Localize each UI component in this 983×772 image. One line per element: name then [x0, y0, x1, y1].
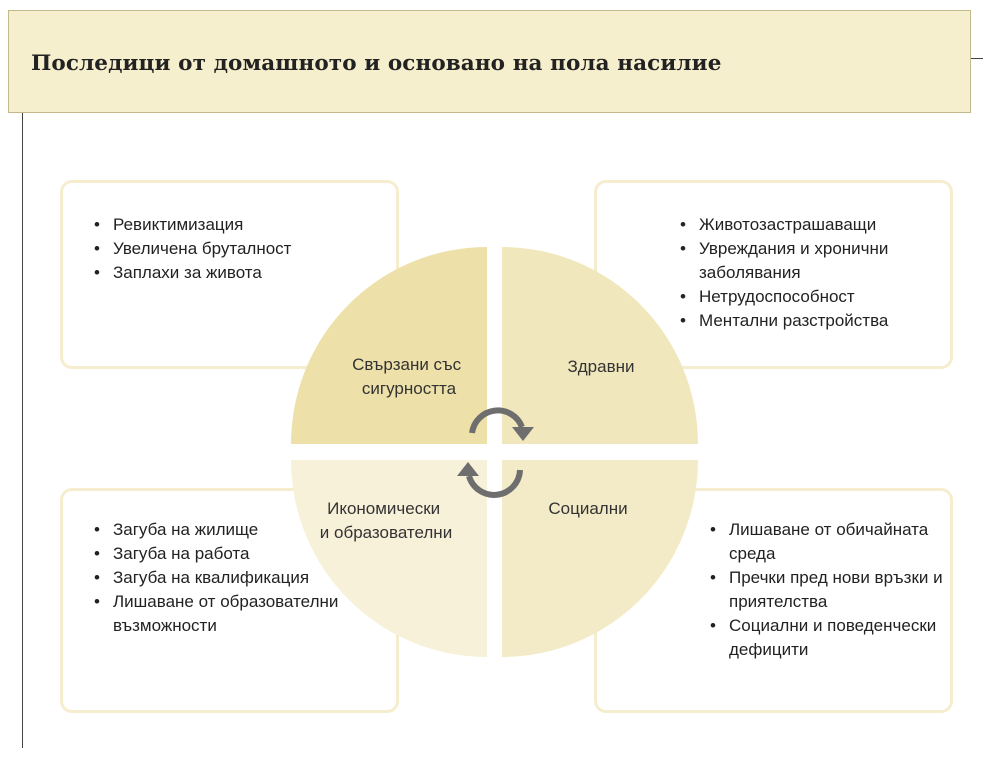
- margin-line: [22, 113, 23, 748]
- list-item: Загуба на квалификация: [91, 566, 351, 590]
- box-health: Животозастрашаващи Увреждания и хронични…: [594, 180, 953, 369]
- list-item: Социални и поведенчески дефицити: [707, 614, 947, 662]
- list-social: Лишаване от обичайната среда Пречки пред…: [707, 518, 947, 662]
- cycle-arrows-icon: [457, 407, 534, 498]
- list-item: Ревиктимизация: [91, 213, 291, 237]
- list-item: Ментални разстройства: [677, 309, 937, 333]
- list-item: Пречки пред нови връзки и приятелства: [707, 566, 947, 614]
- quadrant-label-security: Свързани със сигурността: [352, 355, 466, 398]
- list-item: Загуба на работа: [91, 542, 351, 566]
- list-item: Нетрудоспособност: [677, 285, 937, 309]
- list-item: Заплахи за живота: [91, 261, 291, 285]
- page-title: Последици от домашното и основано на пол…: [31, 51, 722, 76]
- header-banner: Последици от домашното и основано на пол…: [8, 10, 971, 113]
- list-item: Лишаване от обичайната среда: [707, 518, 947, 566]
- list-security: Ревиктимизация Увеличена бруталност Запл…: [91, 213, 291, 285]
- list-economic: Загуба на жилище Загуба на работа Загуба…: [91, 518, 351, 638]
- header-rule: [971, 58, 983, 59]
- quadrant-label-social: Социални: [548, 499, 627, 518]
- quadrant-economic: [291, 460, 487, 657]
- box-security: Ревиктимизация Увеличена бруталност Запл…: [60, 180, 399, 369]
- list-item: Животозастрашаващи: [677, 213, 937, 237]
- quadrant-social: [502, 460, 698, 657]
- quadrant-security: [291, 247, 487, 444]
- quadrant-health: [502, 247, 698, 444]
- list-health: Животозастрашаващи Увреждания и хронични…: [677, 213, 937, 333]
- list-item: Лишаване от образователни възможности: [91, 590, 351, 638]
- quadrant-label-economic: Икономически и образователни: [320, 499, 452, 542]
- list-item: Загуба на жилище: [91, 518, 351, 542]
- list-item: Увреждания и хронични заболявания: [677, 237, 937, 285]
- quadrant-label-health: Здравни: [567, 357, 634, 376]
- list-item: Увеличена бруталност: [91, 237, 291, 261]
